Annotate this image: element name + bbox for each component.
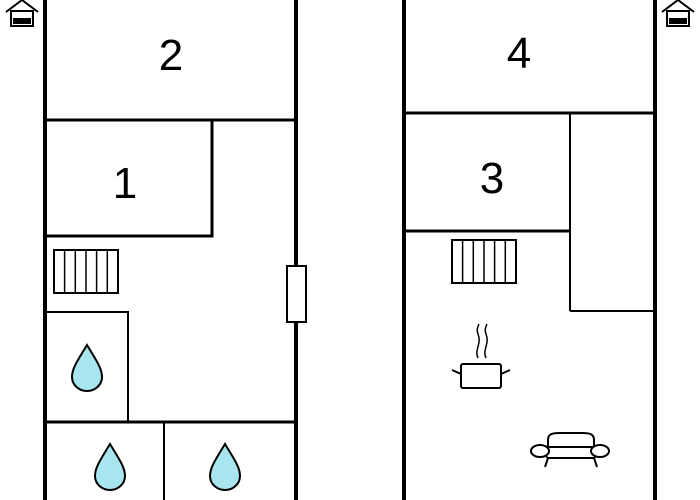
room-4-label: 4: [507, 29, 531, 78]
floor-left: 2 1: [43, 0, 307, 500]
room-1-wall: [45, 120, 214, 238]
room-3-label: 3: [480, 154, 504, 203]
stairs-icon: [53, 249, 119, 294]
room-2-label: 2: [159, 31, 183, 80]
room-1-label: 1: [113, 159, 137, 208]
door-icon: [286, 265, 307, 323]
water-drop-icon: [208, 442, 242, 491]
house-icon: [5, 0, 39, 27]
cooking-pot-icon: [451, 323, 511, 389]
water-drop-icon: [70, 343, 104, 392]
stairs-icon: [451, 239, 517, 284]
water-drop-icon: [93, 442, 127, 491]
house-icon: [661, 0, 695, 27]
floor-right: 4 3: [402, 0, 657, 500]
sofa-icon: [530, 432, 610, 468]
